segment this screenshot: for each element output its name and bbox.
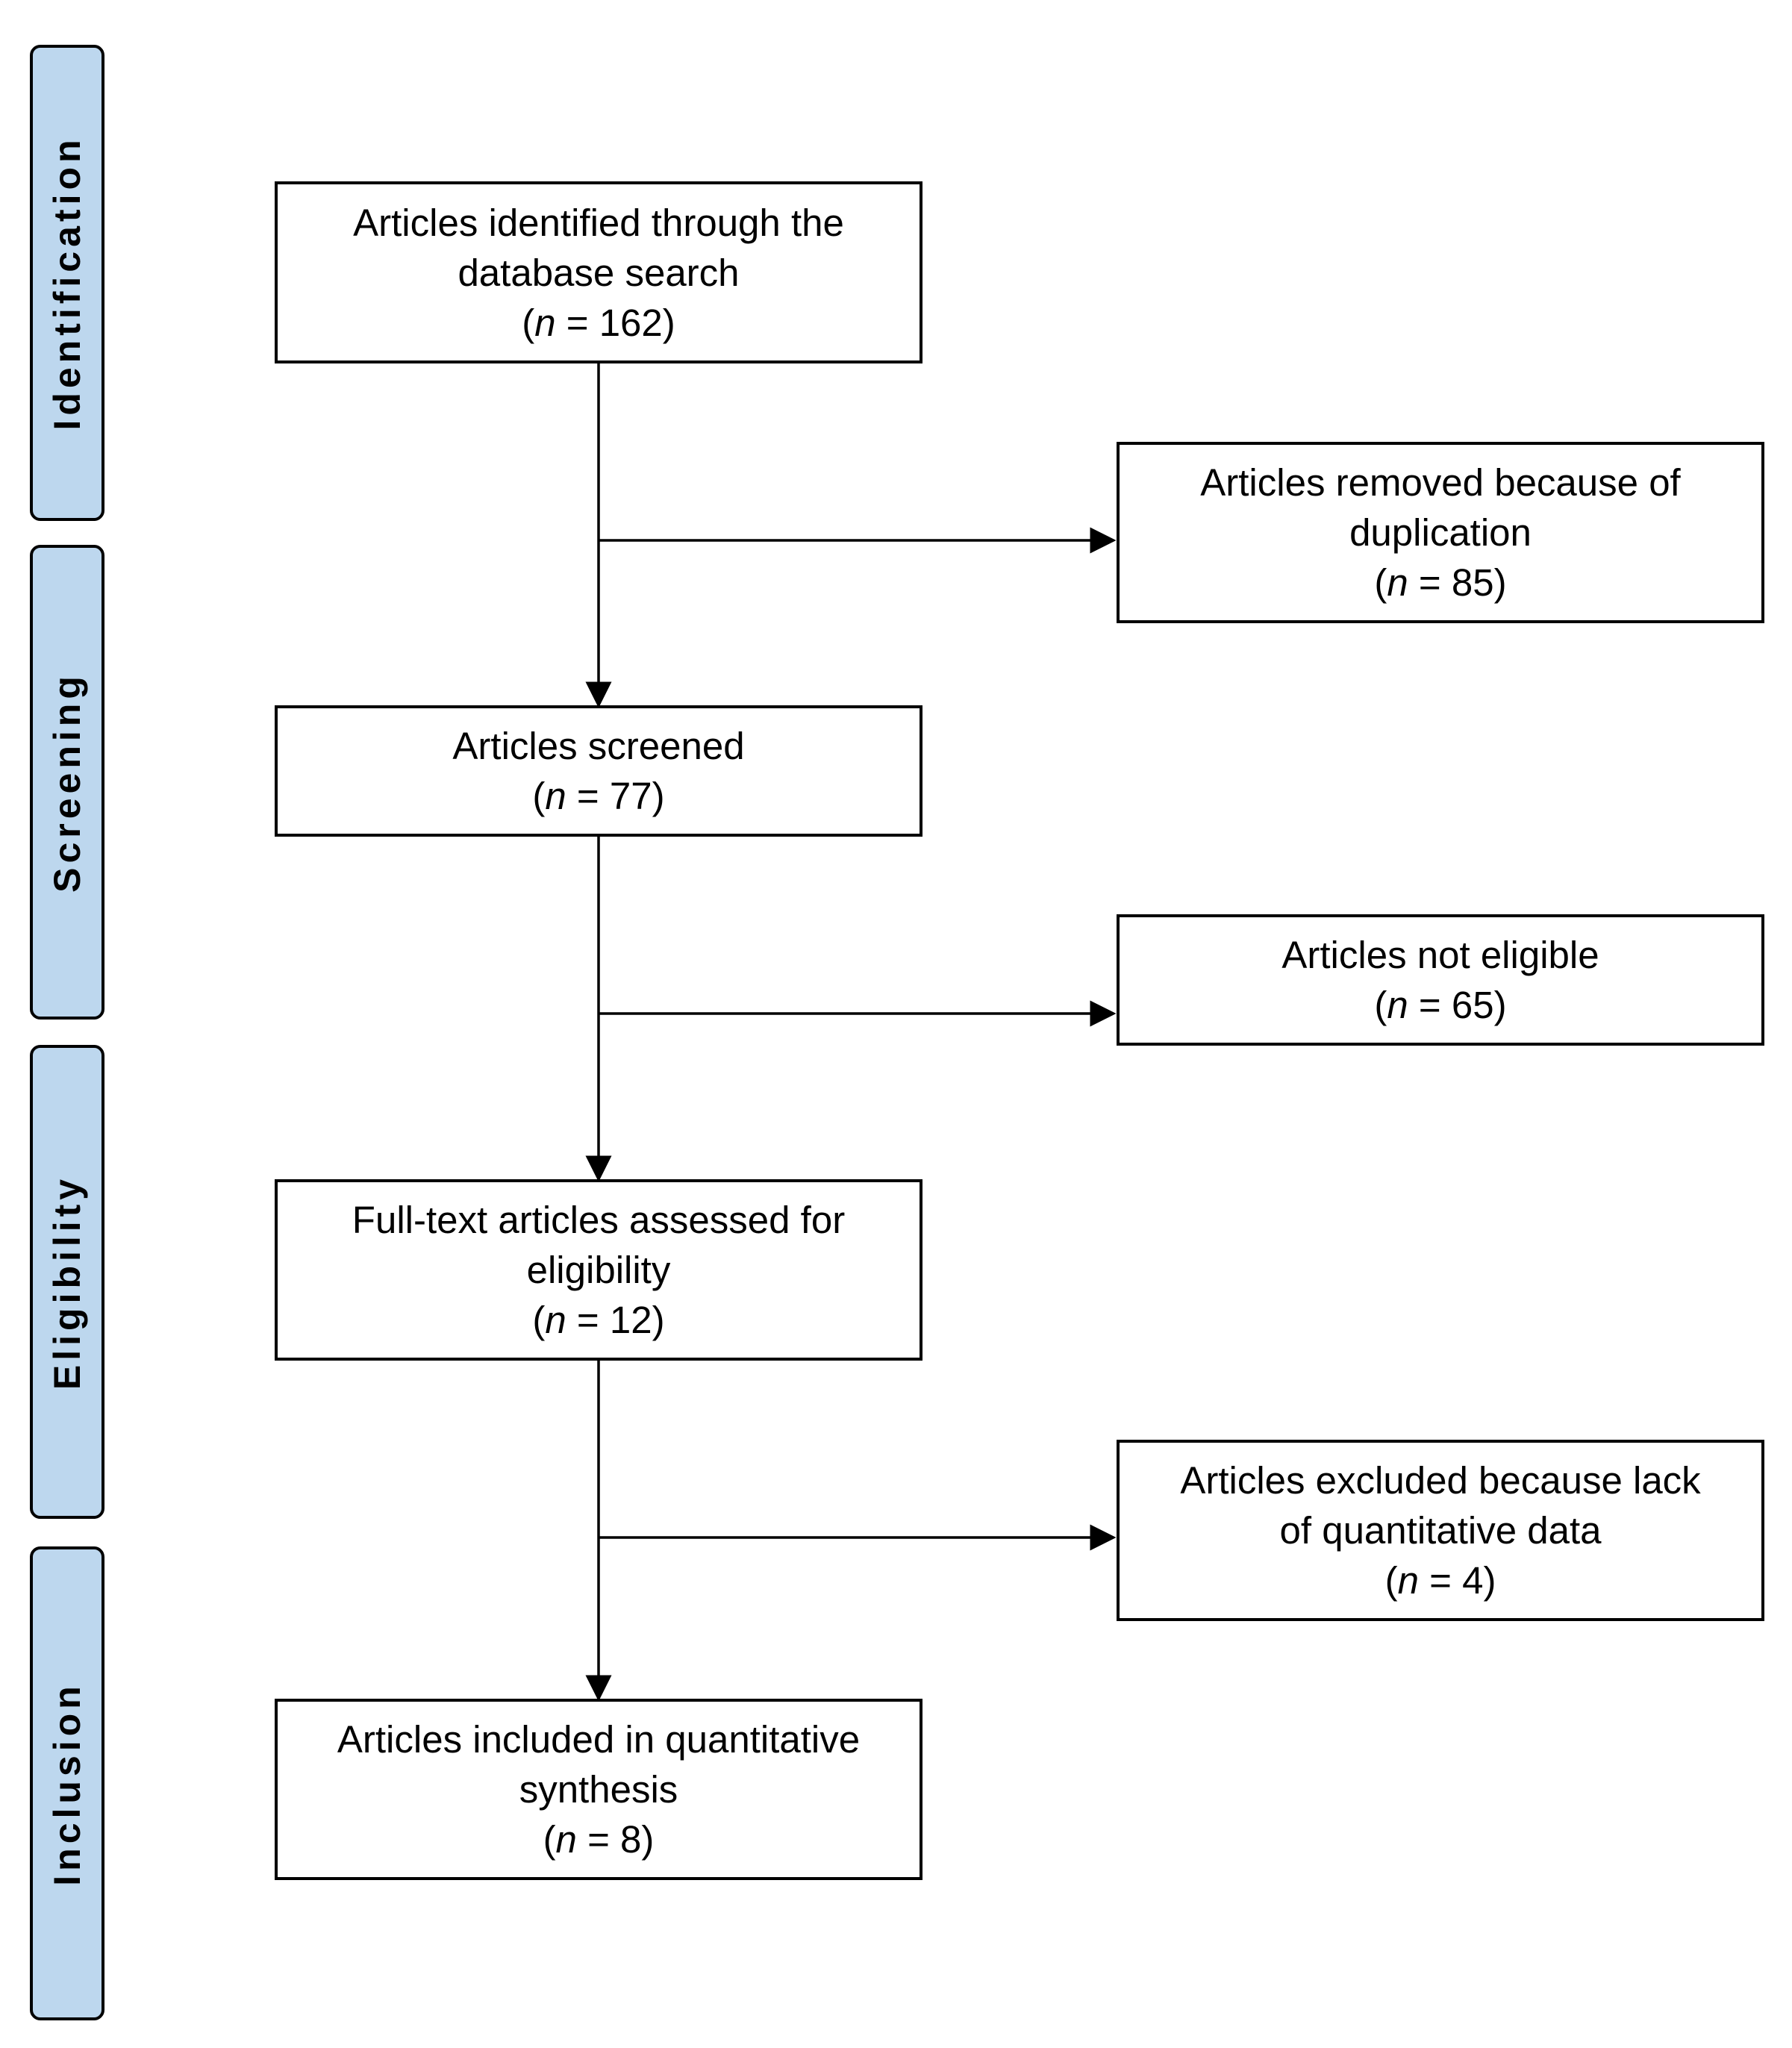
box-count: (n = 77) (532, 775, 665, 817)
box-text-line: duplication (1349, 511, 1532, 554)
box-count: (n = 12) (532, 1299, 665, 1341)
box-text-line: Articles excluded because lack (1180, 1459, 1701, 1502)
box-text-line: synthesis (519, 1768, 678, 1811)
box-count: (n = 8) (543, 1818, 655, 1861)
stage-identification: Identification (30, 45, 104, 521)
stage-eligibility: Eligibility (30, 1045, 104, 1519)
stage-screening: Screening (30, 545, 104, 1020)
box-text-line: Articles included in quantitative (337, 1718, 861, 1761)
box-fulltext-assessed: Full-text articles assessed for eligibil… (275, 1179, 922, 1361)
box-not-eligible: Articles not eligible (n = 65) (1117, 914, 1764, 1046)
box-count: (n = 65) (1374, 984, 1507, 1026)
stage-inclusion: Inclusion (30, 1546, 104, 2020)
box-text-line: Articles not eligible (1281, 934, 1599, 976)
box-included: Articles included in quantitative synthe… (275, 1699, 922, 1880)
box-text-line: Full-text articles assessed for (352, 1199, 846, 1241)
box-text-line: Articles identified through the (353, 201, 844, 244)
box-count: (n = 162) (522, 301, 675, 344)
box-text-line: of quantitative data (1279, 1509, 1602, 1552)
box-text-line: Articles screened (452, 725, 745, 767)
box-duplicates-removed: Articles removed because of duplication … (1117, 442, 1764, 623)
box-text-line: database search (458, 251, 740, 294)
box-count: (n = 85) (1374, 561, 1507, 604)
box-count: (n = 4) (1384, 1559, 1496, 1602)
box-screened: Articles screened (n = 77) (275, 705, 922, 837)
box-excluded-no-quantitative-data: Articles excluded because lack of quanti… (1117, 1440, 1764, 1621)
box-text-line: Articles removed because of (1200, 461, 1681, 504)
box-identified: Articles identified through the database… (275, 181, 922, 363)
box-text-line: eligibility (526, 1249, 671, 1291)
